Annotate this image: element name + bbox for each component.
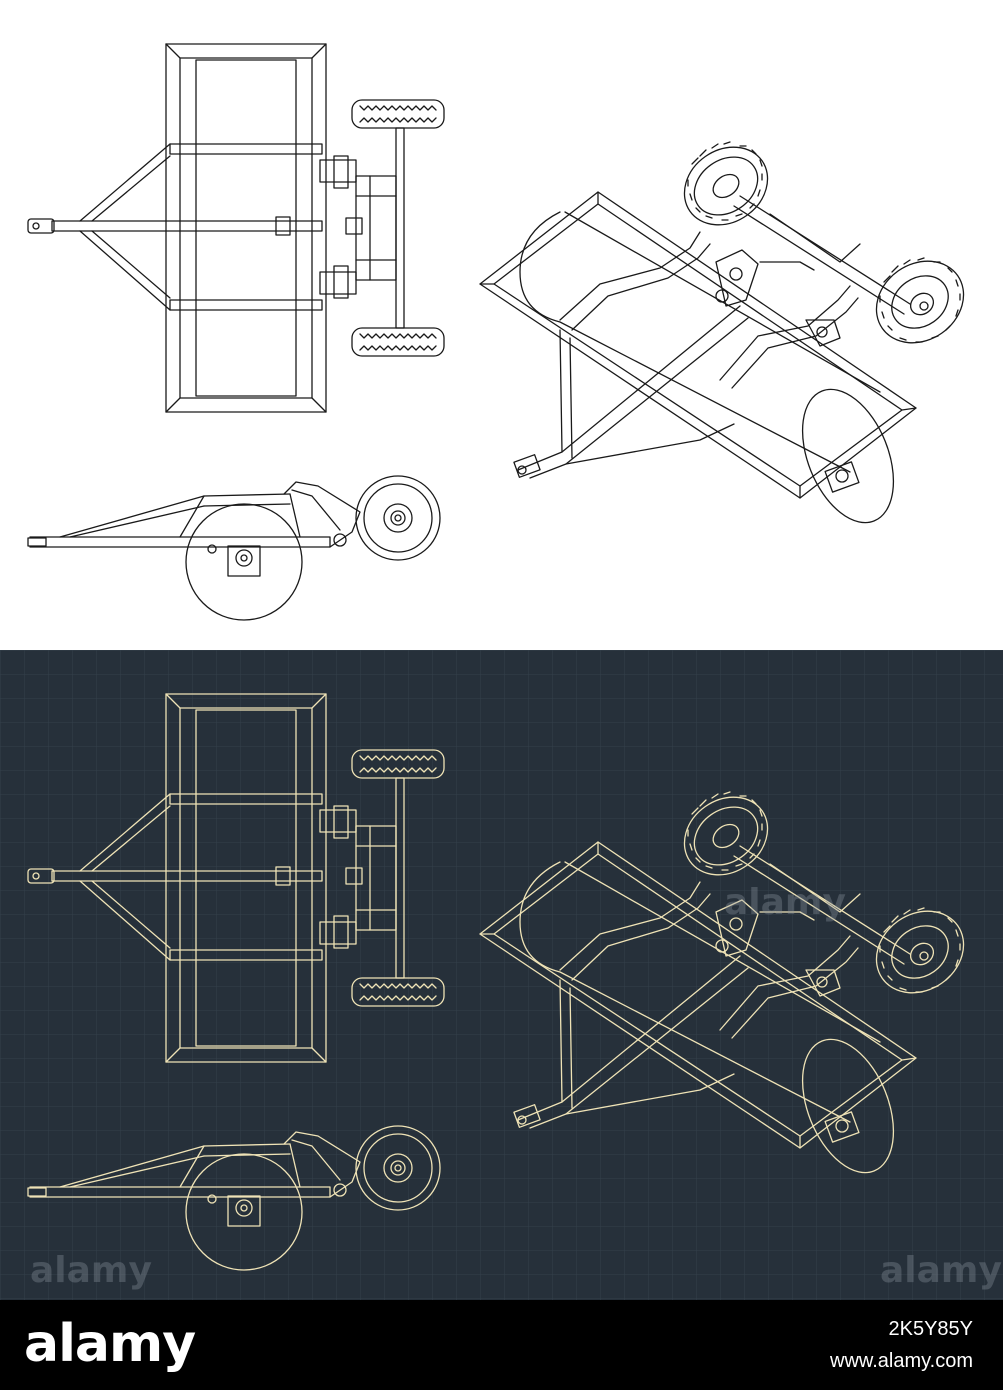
dark-blueprint-drawing — [0, 650, 1003, 1300]
dark-blueprint-panel: alamy alamy alamy — [0, 650, 1003, 1300]
stock-footer-bar: alamy 2K5Y85Y www.alamy.com — [0, 1300, 1003, 1390]
site-url: www.alamy.com — [830, 1350, 973, 1372]
light-blueprint-panel — [0, 0, 1003, 650]
brand-logo: alamy — [24, 1314, 196, 1374]
light-blueprint-drawing — [27, 43, 981, 621]
image-id: 2K5Y85Y — [888, 1318, 973, 1340]
